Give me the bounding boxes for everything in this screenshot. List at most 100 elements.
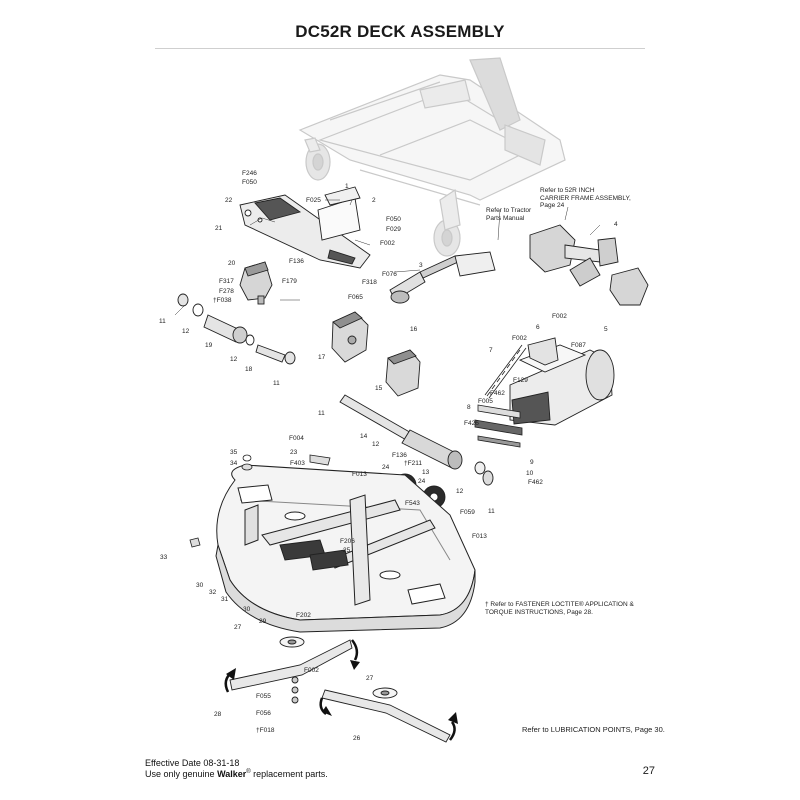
callout-label: 5 xyxy=(604,326,608,333)
belt-illustration xyxy=(484,344,527,399)
blades-illustration xyxy=(229,636,451,743)
gearbox-17-illustration xyxy=(331,311,369,363)
note-line: TORQUE INSTRUCTIONS, Page 28. xyxy=(485,608,593,616)
callout-label: 30 xyxy=(243,606,251,613)
lubrication-note: Refer to LUBRICATION POINTS, Page 30. xyxy=(522,725,665,734)
callout-label: F129 xyxy=(513,377,528,384)
tractor-manual-note: Refer to Tractor Parts Manual xyxy=(486,207,531,222)
callout-label: F543 xyxy=(405,500,420,507)
carrier-frame-illustration xyxy=(298,57,566,257)
callout-label: 12 xyxy=(230,356,238,363)
callout-label: 16 xyxy=(410,326,418,333)
callout-label: 26 xyxy=(353,735,361,742)
callout-label: F462 xyxy=(490,390,505,397)
callout-label: 9 xyxy=(530,459,534,466)
genuine-prefix: Use only genuine xyxy=(145,769,218,779)
gearbox-15-illustration xyxy=(385,349,421,397)
title-rule xyxy=(155,48,645,49)
callout-label: 27 xyxy=(366,675,374,682)
loctite-note: † Refer to FASTENER LOCTITE® APPLICATION… xyxy=(485,601,634,616)
rail-parts-illustration xyxy=(474,404,523,448)
callout-label: 18 xyxy=(245,366,253,373)
callout-label: 20 xyxy=(228,260,236,267)
callout-label: 2 xyxy=(372,197,376,204)
note-line: Page 24 xyxy=(540,202,565,209)
callout-label: F136 xyxy=(289,258,304,265)
page-title: DC52R DECK ASSEMBLY xyxy=(295,22,505,41)
belt-shield-illustration xyxy=(509,344,615,426)
callout-label: 1 xyxy=(345,183,349,190)
callout-label: †F211 xyxy=(404,460,422,467)
callout-label: F462 xyxy=(528,479,543,486)
bracket-6-illustration xyxy=(527,337,559,366)
registered-mark: ® xyxy=(246,769,251,775)
callout-label: 13 xyxy=(422,469,430,476)
note-line: † Refer to FASTENER LOCTITE® APPLICATION… xyxy=(485,601,634,608)
shaft-14-illustration xyxy=(339,394,494,486)
callout-label: F055 xyxy=(256,693,271,700)
callout-label: F206 xyxy=(340,538,355,545)
callout-label: F403 xyxy=(290,460,305,467)
note-line: Refer to 52R INCH xyxy=(540,187,595,194)
note-line: CARRIER FRAME ASSEMBLY, xyxy=(540,194,631,202)
deck-hardware-illustration xyxy=(189,454,331,548)
callout-label: F002 xyxy=(512,335,527,342)
carrier-frame-note: Refer to 52R INCH CARRIER FRAME ASSEMBLY… xyxy=(540,187,631,210)
callout-label: F179 xyxy=(282,278,297,285)
genuine-suffix: replacement parts. xyxy=(250,769,328,779)
callout-label: F317 xyxy=(219,278,234,285)
left-shaft-parts-illustration xyxy=(177,293,296,365)
callout-label: F025 xyxy=(306,197,321,204)
callout-label: †F038 xyxy=(213,297,232,304)
callout-label: 33 xyxy=(160,554,168,561)
mower-deck-illustration xyxy=(215,464,476,633)
callout-label: 15 xyxy=(375,385,383,392)
genuine-parts-line: Use only genuine Walker® replacement par… xyxy=(145,769,328,779)
front-housing-illustration xyxy=(239,186,371,269)
gearbox-assembly-4-illustration xyxy=(529,224,649,306)
callout-label: 11 xyxy=(273,380,280,387)
callout-label: 7 xyxy=(489,347,493,354)
callout-label: F076 xyxy=(382,271,397,278)
callout-label: 22 xyxy=(225,197,233,204)
callout-label: 8 xyxy=(467,404,471,411)
callout-label: F050 xyxy=(242,179,257,186)
callout-label: F059 xyxy=(460,509,475,516)
page-number: 27 xyxy=(642,765,655,777)
callout-label: 31 xyxy=(221,596,229,603)
callout-label: 10 xyxy=(526,470,534,477)
callout-label: 27 xyxy=(234,624,242,631)
callout-label: 25 xyxy=(343,547,351,554)
callout-label: 21 xyxy=(215,225,223,232)
driveshaft-illustration xyxy=(389,251,496,304)
callout-label: F065 xyxy=(348,294,363,301)
callout-label: 34 xyxy=(230,460,238,467)
callout-label: F278 xyxy=(219,288,234,295)
callout-label: F029 xyxy=(386,226,401,233)
callout-label: F136 xyxy=(392,452,407,459)
callout-label: 3 xyxy=(419,262,423,269)
callout-label: 23 xyxy=(290,449,298,456)
callout-label: 28 xyxy=(214,711,222,718)
callout-label: 30 xyxy=(196,582,204,589)
callout-label: 14 xyxy=(360,433,368,440)
callout-label: 12 xyxy=(372,441,380,448)
callout-label: 19 xyxy=(205,342,213,349)
note-line: Refer to Tractor xyxy=(486,207,532,214)
callout-label: F087 xyxy=(571,342,586,349)
callout-label: 11 xyxy=(159,318,166,325)
gearbox-20-illustration xyxy=(239,261,273,305)
callout-label: 24 xyxy=(382,464,390,471)
callout-label: F002 xyxy=(552,313,567,320)
callout-label: †F018 xyxy=(256,727,275,734)
callout-label: 12 xyxy=(182,328,190,335)
callout-label: 6 xyxy=(536,324,540,331)
callout-label: F004 xyxy=(289,435,304,442)
callout-label: 17 xyxy=(318,354,326,361)
callout-label: 35 xyxy=(230,449,238,456)
callout-label: F318 xyxy=(362,279,377,286)
callout-label: F002 xyxy=(380,240,395,247)
callout-label: F005 xyxy=(478,398,493,405)
callout-label: F426 xyxy=(464,420,479,427)
